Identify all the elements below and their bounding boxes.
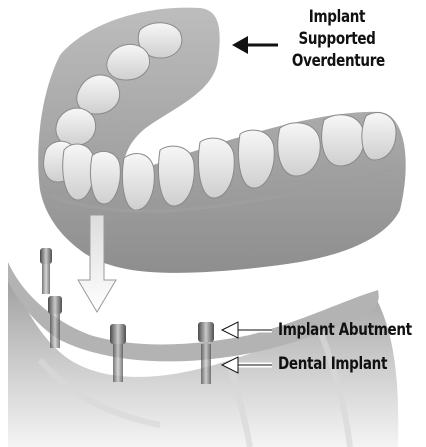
left-arrow-icon [232, 36, 278, 54]
abutment-label: Implant Abutment [278, 319, 412, 341]
implant-label: Dental Implant [278, 353, 387, 375]
implant-1 [40, 248, 52, 294]
overdenture-label-line-2: Supported [292, 28, 382, 50]
overdenture-label-line-3: Overdenture [292, 50, 382, 72]
overdenture-label: Implant Supported Overdenture [292, 6, 382, 72]
implant-2 [48, 296, 62, 348]
overdenture-label-line-1: Implant [292, 6, 382, 28]
